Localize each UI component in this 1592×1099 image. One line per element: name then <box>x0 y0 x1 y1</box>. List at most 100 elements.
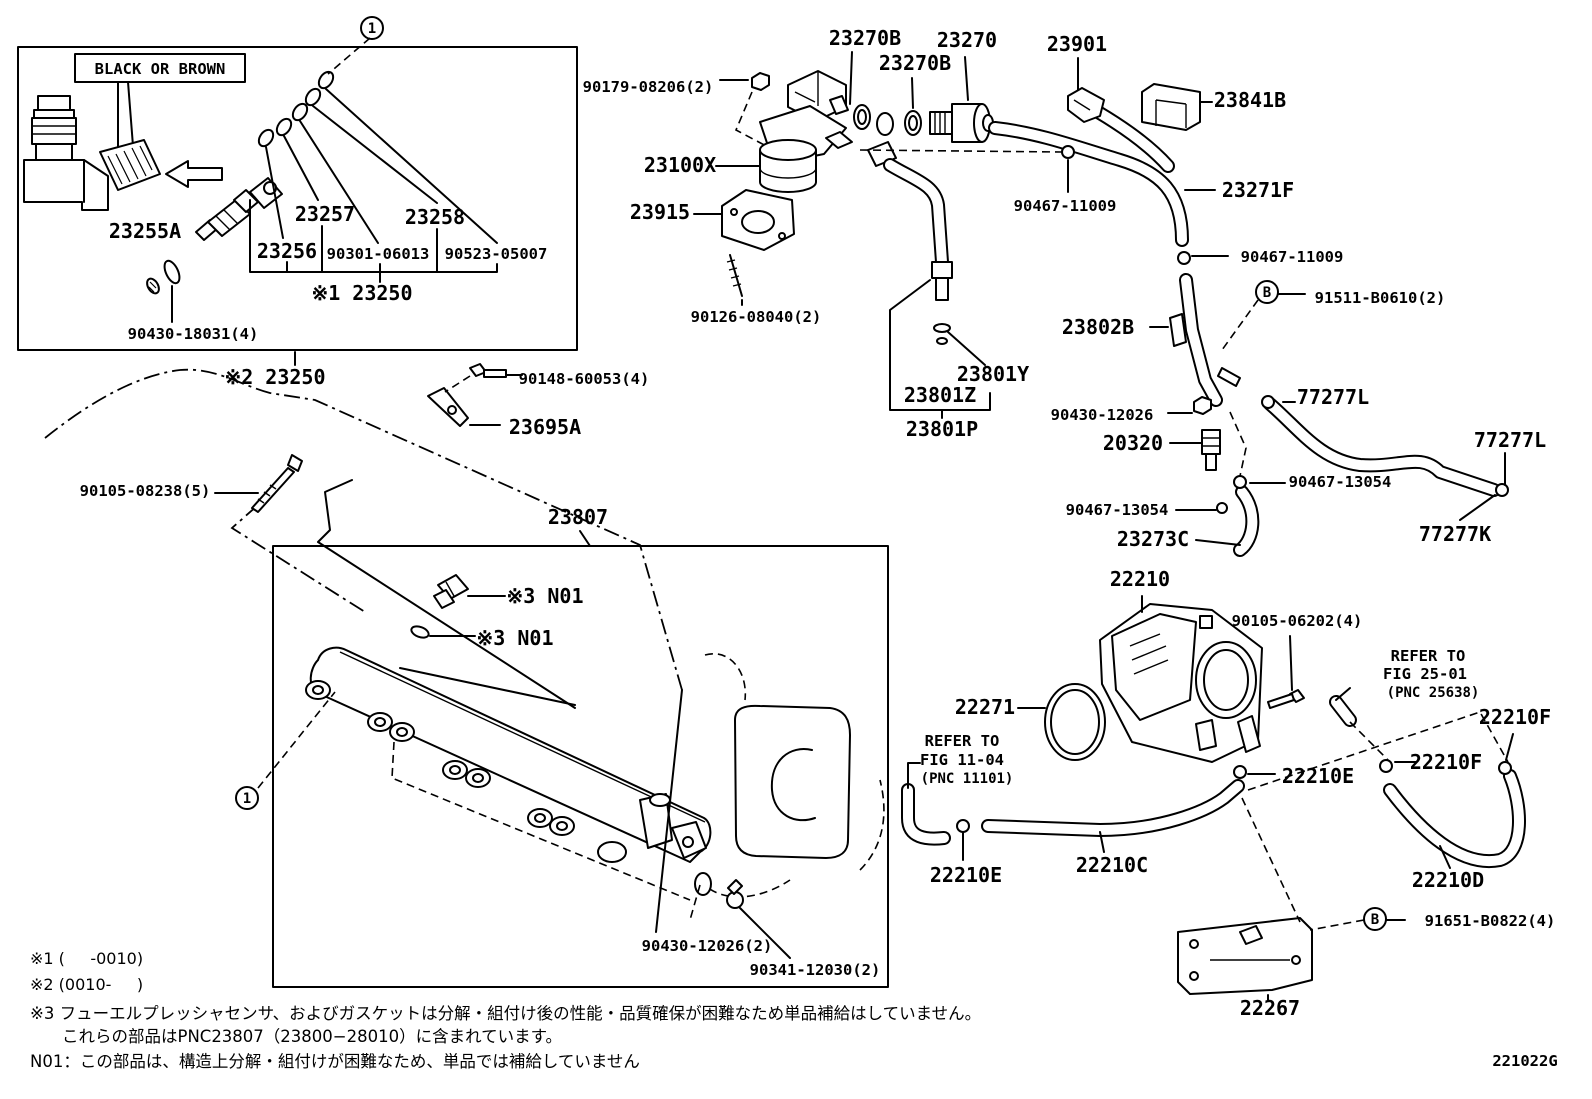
hose-leader-lines <box>1067 57 1506 546</box>
callout-90430-12026: 90430-12026 <box>1051 406 1154 424</box>
callout-23256: 23256 <box>257 239 317 263</box>
callout-injector-assembly: ※1 23250 <box>311 281 412 305</box>
pipe-23802B-drawing <box>1181 275 1221 405</box>
callout-90467-11009-second: 90467-11009 <box>1241 248 1344 266</box>
injector-mount-drawing <box>23 95 109 211</box>
callout-90105-08238: 90105-08238(5) <box>80 482 211 500</box>
assembly-note: ※2 23250 <box>224 365 325 389</box>
inset-small-rings-drawing <box>146 259 181 295</box>
footnote-3-line1: ※3 フューエルプレッシャセンサ、およびガスケットは分解・組付け後の性能・品質確… <box>30 1004 981 1023</box>
figure-code: 221022G <box>1492 1052 1557 1070</box>
circle-ref-marker <box>360 16 384 40</box>
throttle-body-section <box>901 595 1526 1001</box>
callout-N01-gasket: ※3 N01 <box>477 626 554 650</box>
intake-port-outline-drawing <box>699 653 885 898</box>
throttle-leader-lines <box>907 595 1514 1001</box>
air-hose-reference-drawing <box>903 785 949 844</box>
circle-ref-leader <box>327 37 371 75</box>
clamp-90467-13054-2-drawing <box>1216 502 1228 514</box>
bolt-90105-08238-drawing <box>251 454 303 513</box>
bracket-22267-drawing <box>1177 917 1313 995</box>
footnotes: ※1 ( -0010) ※2 (0010- ) ※3 フューエルプレッシャセンサ… <box>30 949 981 1071</box>
clamp-22210F-2-drawing <box>1498 761 1512 775</box>
nut-90179-08206-drawing <box>751 72 770 91</box>
hose-77277L-drawing <box>1265 399 1499 495</box>
inset-frame <box>17 46 578 351</box>
callout-22271: 22271 <box>955 695 1015 719</box>
rail-circle-ref-label: 1 <box>243 791 251 807</box>
callout-22210E: 22210E <box>1282 764 1354 788</box>
injector-connector-drawing <box>99 139 161 191</box>
vsv-20320-drawing <box>1201 429 1221 471</box>
callout-23270: 23270 <box>937 28 997 52</box>
circle-ref-label: 1 <box>368 21 376 37</box>
fastener-leaders <box>214 374 523 494</box>
callout-22210C: 22210C <box>1076 853 1148 877</box>
pcv-pipe-reference-drawing <box>1331 697 1355 725</box>
callout-23807: 23807 <box>548 505 608 529</box>
refer-pcv-line2: FIG 25-01 <box>1383 665 1467 683</box>
fuel-rail-drawing <box>305 646 712 863</box>
callout-90430-12026-2: 90430-12026(2) <box>642 937 773 955</box>
color-note-text: BLACK OR BROWN <box>95 60 226 78</box>
bracket-23695A-drawing <box>427 387 469 427</box>
callout-23841B: 23841B <box>1214 88 1286 112</box>
b-marker-label: B <box>1263 285 1271 301</box>
callout-23258: 23258 <box>405 205 465 229</box>
fuel-rail-frame <box>272 545 889 988</box>
inset-leader-lines <box>265 88 498 244</box>
callout-N01-sensor: ※3 N01 <box>507 584 584 608</box>
vsv-dashed-links <box>1221 299 1259 477</box>
callout-77277L: 77277L <box>1297 385 1369 409</box>
hose-dashed-link <box>859 149 1063 153</box>
refer-pcv-line3: (PNC 25638) <box>1387 685 1480 701</box>
footnote-n01: N01：この部品は、構造上分解・組付けが困難なため、単品では補給していません <box>30 1052 640 1071</box>
callout-23801Z: 23801Z <box>904 383 976 407</box>
throttle-dashed-links <box>1241 711 1509 923</box>
clamp-90467-11009-2-drawing <box>1177 251 1191 265</box>
callout-20320: 20320 <box>1103 431 1163 455</box>
callout-22210: 22210 <box>1110 567 1170 591</box>
color-note-leader <box>117 81 134 151</box>
ring-23801Y-drawing <box>933 323 951 333</box>
clamp-22210E-2-drawing <box>956 819 970 833</box>
callout-23270B-second: 23270B <box>879 51 951 75</box>
callout-23100X: 23100X <box>644 153 716 177</box>
fastener-drawings <box>214 363 523 513</box>
sensor-gasket-drawing <box>410 625 430 639</box>
callout-23695A: 23695A <box>509 415 581 439</box>
refer-air-line1: REFER TO <box>925 732 1000 750</box>
callout-23915: 23915 <box>630 200 690 224</box>
fuel-injector-drawing <box>195 177 283 241</box>
clamp-77277L-drawing <box>1261 395 1275 409</box>
refer-air-line2: FIG 11-04 <box>920 751 1004 769</box>
o-ring-set-drawing <box>257 70 335 148</box>
pump-dashed-link <box>734 91 771 149</box>
bolt-90341-12030-drawing <box>726 879 744 909</box>
footnote-3-line2: これらの部品はPNC23807（23800−28010）に含まれています。 <box>62 1027 562 1046</box>
fuel-rail-label-leader <box>579 530 591 547</box>
b-marker-2-dashed <box>1309 919 1365 931</box>
direction-arrow <box>165 160 223 188</box>
fuel-pump-section <box>693 51 994 419</box>
stud-thread-marks <box>726 259 742 287</box>
callout-90467-11009: 90467-11009 <box>1014 197 1117 215</box>
ring-23801Z-drawing <box>936 337 948 345</box>
clamp-22210F-drawing <box>1379 759 1393 773</box>
pressure-regulator-23270-drawing <box>929 103 994 143</box>
bracket-23802B-drawing <box>1169 313 1187 347</box>
sensor-leaders <box>429 595 506 637</box>
hose-22210C-drawing <box>983 781 1243 835</box>
footnote-2: ※2 (0010- ) <box>30 975 143 994</box>
callout-23901: 23901 <box>1047 32 1107 56</box>
callout-90430-18031: 90430-18031(4) <box>128 325 259 343</box>
callout-90467-13054-second: 90467-13054 <box>1066 501 1169 519</box>
refer-air-line3: (PNC 11101) <box>921 771 1014 787</box>
callout-90105-06202: 90105-06202(4) <box>1232 612 1363 630</box>
callout-90341-12030: 90341-12030(2) <box>750 961 881 979</box>
fuel-hose-section <box>859 57 1509 557</box>
clamp-22210E-drawing <box>1233 765 1247 779</box>
callout-22210F-second: 22210F <box>1410 750 1482 774</box>
